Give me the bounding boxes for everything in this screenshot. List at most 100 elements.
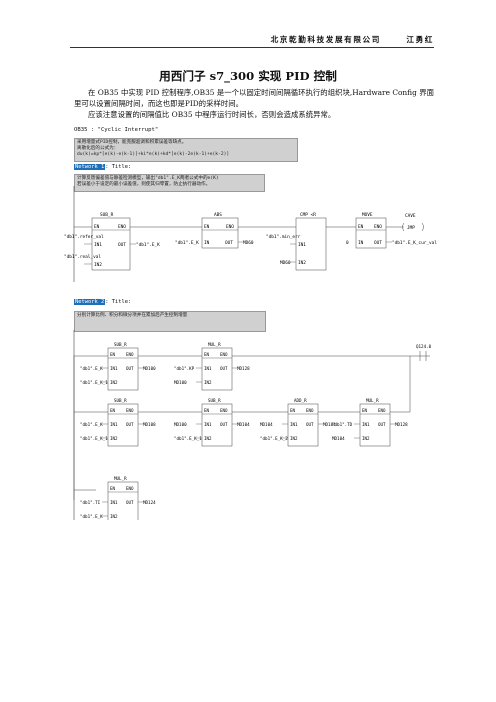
pin-eno: ENO bbox=[126, 352, 134, 357]
pin-eno: ENO bbox=[126, 486, 134, 491]
operand-in1: "db1".KP bbox=[174, 366, 195, 371]
operand-in1: "db1".refer_val bbox=[64, 234, 104, 240]
pin-in1: IN1 bbox=[290, 422, 298, 427]
pin-in1: IN1 bbox=[204, 366, 212, 371]
pin-in2: IN2 bbox=[290, 436, 298, 441]
operand-out: MD128 bbox=[237, 366, 250, 371]
output-address: Q124.0 bbox=[416, 344, 432, 349]
network2-comment-box: 分别计算比例、积分和微分项并在累加后产生控制增量 bbox=[74, 311, 266, 332]
network1-ladder: SUB_R EN ENO IN1 IN2 OUT "db1".refer_val… bbox=[64, 186, 437, 282]
operand-in: "db1".E_K bbox=[175, 240, 199, 246]
pin-in2: IN2 bbox=[110, 436, 118, 441]
pin-out: OUT bbox=[374, 240, 382, 246]
pin-out: OUT bbox=[225, 240, 233, 246]
block-name: MUL_R bbox=[366, 398, 379, 403]
pin-in1: IN1 bbox=[204, 422, 212, 427]
pin-out: OUT bbox=[118, 242, 126, 248]
ob-comment-box: 采用增量式PID控制，能克服超调和积累误差等缺点。 离散化后的公式为： du(k… bbox=[74, 138, 298, 162]
operand-in1: MD104 bbox=[260, 422, 273, 427]
operand-out: "db1".E_K bbox=[136, 242, 160, 248]
pin-in: IN bbox=[358, 240, 364, 246]
abs-block: ABS EN ENO IN OUT "db1".E_K MD60 bbox=[175, 212, 254, 249]
pin-in1: IN1 bbox=[110, 366, 118, 371]
pin-in2: IN2 bbox=[204, 380, 212, 385]
pin-out: OUT bbox=[126, 422, 134, 427]
pin-en: EN bbox=[110, 352, 116, 357]
pin-in1: IN1 bbox=[110, 422, 118, 427]
block-frame bbox=[107, 403, 139, 447]
operand-in1: MD100 bbox=[174, 422, 187, 427]
pin-in2: IN2 bbox=[94, 262, 102, 268]
operand-in2: "db1".real_val bbox=[64, 254, 101, 260]
operand-out: MD104 bbox=[237, 422, 250, 427]
pin-eno: ENO bbox=[126, 408, 134, 413]
document-title: 用西门子 s7_300 实现 PID 控制 bbox=[159, 69, 337, 83]
pin-eno: ENO bbox=[220, 352, 228, 357]
operand-out: MD104 bbox=[323, 422, 336, 427]
operand-in1: "db1".E_K bbox=[80, 366, 103, 371]
ob-comment-line: du(k)=kp*[e(k)-e(k-1)]+ki*e(k)+kd*[e(k)-… bbox=[77, 152, 230, 157]
move-block: MOVE EN ENO IN OUT 0 "db1".E_K_cur_val bbox=[346, 212, 437, 249]
network2-label: Network 2 bbox=[74, 299, 106, 305]
operand-in2: MD100 bbox=[174, 380, 187, 385]
operand-out: MD60 bbox=[243, 240, 254, 246]
network2-header: Network 2: Title: bbox=[74, 299, 131, 305]
pin-eno: ENO bbox=[220, 408, 228, 413]
pin-in: IN bbox=[204, 240, 210, 246]
pin-en: EN bbox=[290, 408, 296, 413]
operand-out: MD128 bbox=[395, 422, 408, 427]
pin-en: EN bbox=[358, 224, 364, 230]
network1-label: Network 1 bbox=[74, 164, 106, 170]
block-name: CMP <R bbox=[300, 212, 316, 218]
operand-in: 0 bbox=[346, 240, 349, 246]
operand-in2: "db1".E_K bbox=[80, 514, 103, 519]
header-author: 江勇红 bbox=[406, 35, 434, 44]
coil-operand: JMP bbox=[407, 225, 415, 231]
pin-in2: IN2 bbox=[110, 380, 118, 385]
operand-in2: MD104 bbox=[332, 436, 345, 441]
block-name: MOVE bbox=[362, 212, 373, 218]
cmp-block: CMP <R IN1 IN2 "db1".min_err MD60 bbox=[266, 212, 327, 271]
ob-comment-line: 离散化后的公式为： bbox=[77, 146, 119, 151]
network1-comment-line: 若误差小于设定的最小误差值，则使其归零置，防止执行器动作。 bbox=[77, 182, 211, 187]
block-name: SUB_R bbox=[114, 342, 127, 347]
block-name: MUL_R bbox=[114, 476, 127, 481]
pin-eno: ENO bbox=[226, 224, 234, 230]
block-frame bbox=[107, 481, 139, 520]
pin-out: OUT bbox=[378, 422, 386, 427]
block-name: SUB_R bbox=[208, 398, 221, 403]
pin-en: EN bbox=[110, 486, 116, 491]
pin-en: EN bbox=[204, 408, 210, 413]
pin-in1: IN1 bbox=[362, 422, 370, 427]
jmp-coil: CAVE JMP bbox=[402, 213, 424, 232]
operand-out: MD124 bbox=[143, 500, 156, 505]
pin-out: OUT bbox=[126, 500, 134, 505]
pin-out: OUT bbox=[220, 422, 228, 427]
pin-in2: IN2 bbox=[298, 260, 306, 266]
network1-comment-box: 计算反馈偏差值与静差检测模型，输出"db1".E_K两者公式中的e(K) 若误差… bbox=[74, 174, 265, 192]
ob-comment-line: 采用增量式PID控制，能克服超调和积累误差等缺点。 bbox=[77, 140, 187, 145]
pin-in2: IN2 bbox=[362, 436, 370, 441]
network1-title: : Title: bbox=[105, 164, 132, 170]
operand-in1: "db1".E_K bbox=[80, 422, 103, 427]
block-name: ADD_R bbox=[294, 398, 307, 403]
operand-in2: MD60 bbox=[280, 260, 291, 266]
block-frame bbox=[107, 347, 139, 391]
page-header: 北京乾勤科技发展有限公司 江勇红 bbox=[70, 34, 434, 45]
pin-in1: IN1 bbox=[94, 242, 102, 248]
pin-in1: IN1 bbox=[298, 242, 306, 248]
pin-en: EN bbox=[362, 408, 368, 413]
pin-eno: ENO bbox=[306, 408, 314, 413]
network2-comment-line: 分别计算比例、积分和微分项并在累加后产生控制增量 bbox=[77, 313, 188, 318]
pin-in2: IN2 bbox=[204, 436, 212, 441]
pin-en: EN bbox=[110, 408, 116, 413]
output-contact bbox=[419, 351, 427, 361]
block-name: MUL_R bbox=[208, 342, 221, 347]
pin-en: EN bbox=[94, 224, 100, 230]
